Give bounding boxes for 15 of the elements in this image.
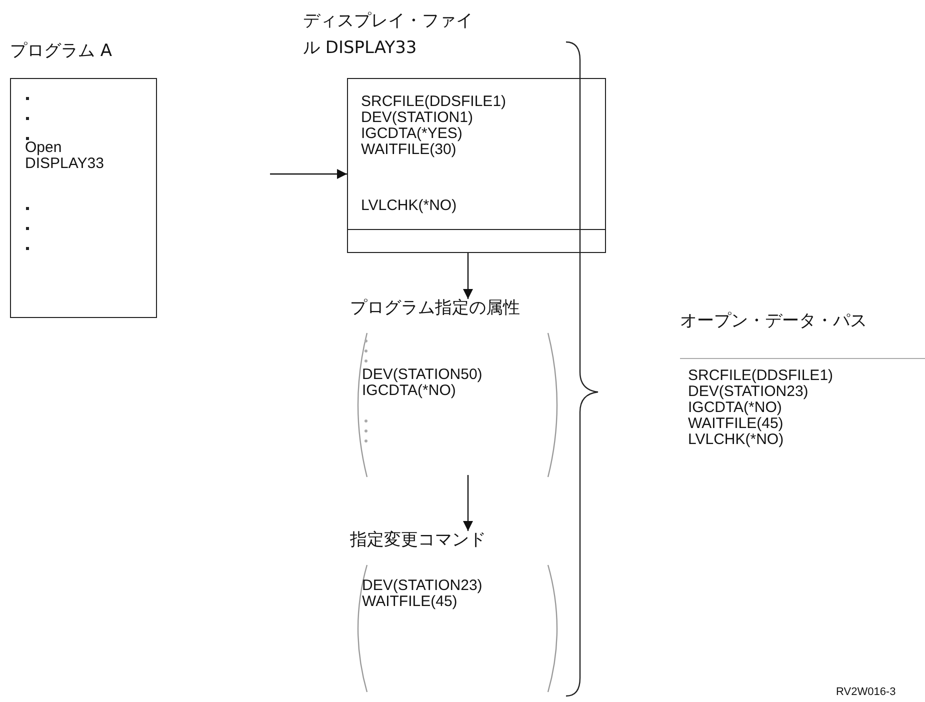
code-text: SRCFILE(DDSFILE1) DEV(STATION23) IGCDTA(*NO) WAITFILE(45) LVLCHK(*NO) <box>688 368 834 448</box>
heading: 指定変更コマンド <box>350 529 486 552</box>
heading: オープン・データ・パス <box>680 310 867 333</box>
heading: ディスプレイ・ファイル DISPLAY33 <box>303 10 473 60</box>
heading: プログラム A <box>10 40 112 63</box>
arrow <box>463 253 473 299</box>
code-text: DEV(STATION23) WAITFILE(45) <box>362 578 482 610</box>
figure-id: RV2W016-3 <box>836 685 896 700</box>
code-text: LVLCHK(*NO) <box>361 198 457 214</box>
code-text: SRCFILE(DDSFILE1) DEV(STATION1) IGCDTA(*YES) WAITFILE(30) <box>361 94 506 158</box>
arrow <box>270 169 347 179</box>
arrow <box>463 475 473 531</box>
code-text: Open DISPLAY33 <box>25 140 104 172</box>
heading: プログラム指定の属性 <box>350 297 520 320</box>
code-text: DEV(STATION50) IGCDTA(*NO) <box>362 367 482 399</box>
